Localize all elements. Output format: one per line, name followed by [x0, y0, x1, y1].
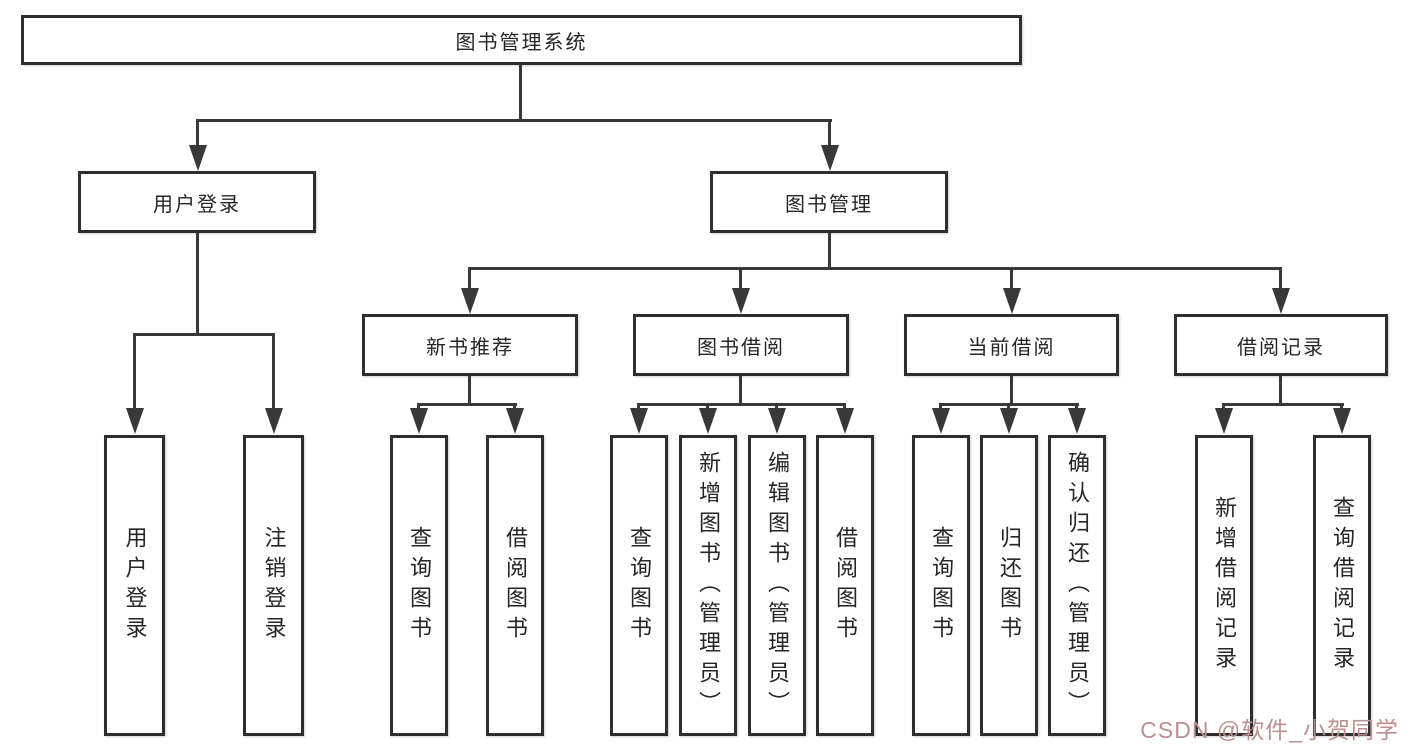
arrowhead-down-icon: [1215, 408, 1233, 434]
connector-user-login-span: [133, 333, 275, 336]
arrowhead-down-icon: [1068, 408, 1086, 434]
connector-leaf-stub: [1222, 403, 1225, 411]
arrowhead-down-icon: [630, 408, 648, 434]
arrowhead-down-icon: [461, 288, 479, 314]
leaf-records-add-borrow-record: 新增借阅记录: [1195, 435, 1253, 736]
arrowhead-down-icon: [836, 408, 854, 434]
connector-leaf-stub: [939, 403, 942, 411]
leaf-recommend-query-books: 查询图书: [390, 435, 448, 736]
connector-leaf-stub: [513, 403, 516, 411]
connector-user-login-stub-left: [133, 333, 136, 411]
connector-user-login-stub-right: [272, 333, 275, 411]
arrowhead-down-icon: [410, 408, 428, 434]
leaf-logout: 注销登录: [243, 435, 304, 736]
connector-leaf-stub: [1340, 403, 1343, 411]
leaf-user-login: 用户登录: [104, 435, 165, 736]
connector-leaf-stub: [843, 403, 846, 411]
node-borrow-records: 借阅记录: [1174, 314, 1388, 376]
node-book-management: 图书管理: [710, 171, 948, 233]
connector-root-span: [196, 119, 832, 122]
connector-leaf-stub: [706, 403, 709, 411]
connector-group3-stub: [1010, 267, 1013, 290]
arrowhead-down-icon: [506, 408, 524, 434]
connector-book-mgmt-trunk: [828, 233, 831, 269]
connector-user-login-trunk: [196, 233, 199, 336]
arrowhead-down-icon: [1333, 408, 1351, 434]
connector-group1-trunk: [468, 376, 471, 405]
connector-root-stub-right: [828, 119, 831, 146]
connector-leaf-stub: [1075, 403, 1078, 411]
leaf-recommend-borrow-books: 借阅图书: [486, 435, 544, 736]
arrowhead-down-icon: [821, 145, 839, 171]
connector-group1-span: [417, 403, 517, 406]
connector-group4-trunk: [1279, 376, 1282, 405]
arrowhead-down-icon: [932, 408, 950, 434]
node-current-borrowing: 当前借阅: [904, 314, 1119, 376]
arrowhead-down-icon: [1272, 288, 1290, 314]
csdn-watermark: CSDN @软件_小贺同学: [1140, 717, 1399, 743]
node-book-borrowing: 图书借阅: [633, 314, 849, 376]
arrowhead-down-icon: [265, 408, 283, 434]
connector-leaf-stub: [417, 403, 420, 411]
leaf-records-query-borrow-record: 查询借阅记录: [1313, 435, 1371, 736]
leaf-borrowing-add-books-admin: 新增图书（管理员）: [679, 435, 737, 736]
arrowhead-down-icon: [1003, 288, 1021, 314]
node-user-login: 用户登录: [78, 171, 316, 233]
node-library-management-system: 图书管理系统: [21, 15, 1022, 65]
connector-group2-span: [637, 403, 846, 406]
node-new-book-recommendation: 新书推荐: [362, 314, 578, 376]
connector-group1-stub: [468, 267, 471, 290]
connector-group4-span: [1222, 403, 1344, 406]
connector-leaf-stub: [775, 403, 778, 411]
arrowhead-down-icon: [189, 145, 207, 171]
connector-leaf-stub: [637, 403, 640, 411]
connector-group2-stub: [739, 267, 742, 290]
arrowhead-down-icon: [1000, 408, 1018, 434]
arrowhead-down-icon: [126, 408, 144, 434]
connector-book-mgmt-span: [469, 267, 1282, 270]
arrowhead-down-icon: [768, 408, 786, 434]
leaf-current-return-books: 归还图书: [980, 435, 1038, 736]
leaf-borrowing-query-books: 查询图书: [610, 435, 668, 736]
leaf-current-query-books: 查询图书: [912, 435, 970, 736]
connector-root-stub-left: [196, 119, 199, 146]
arrowhead-down-icon: [699, 408, 717, 434]
connector-group3-trunk: [1010, 376, 1013, 405]
connector-group2-trunk: [739, 376, 742, 405]
leaf-borrowing-edit-books-admin: 编辑图书（管理员）: [748, 435, 806, 736]
leaf-borrowing-borrow-books: 借阅图书: [816, 435, 874, 736]
leaf-current-confirm-return-admin: 确认归还（管理员）: [1048, 435, 1106, 736]
connector-root-trunk: [519, 65, 522, 119]
connector-group4-stub: [1279, 267, 1282, 290]
arrowhead-down-icon: [732, 288, 750, 314]
connector-leaf-stub: [1007, 403, 1010, 411]
